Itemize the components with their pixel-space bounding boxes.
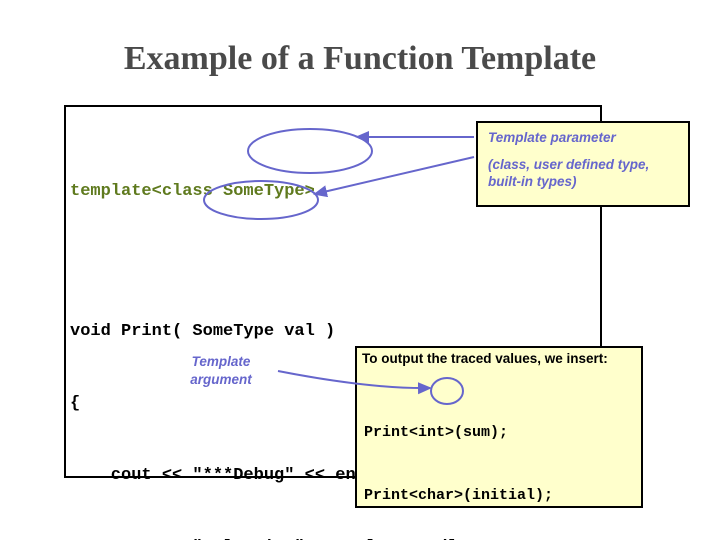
- callout-parameter-line2: (class, user defined type, built-in type…: [488, 157, 650, 189]
- code-line-2: void Print( SomeType val ): [70, 322, 336, 341]
- usage-box-title: To output the traced values, we insert:: [362, 351, 608, 366]
- callout-parameter-line1: Template parameter: [488, 130, 616, 145]
- page-title: Example of a Function Template: [123, 40, 597, 77]
- code-line-3: {: [70, 394, 81, 413]
- label-argument-line1: Template: [191, 354, 251, 369]
- usage-code-line-1: Print<int>(sum);: [364, 424, 509, 441]
- code-line-blank: [70, 252, 468, 272]
- usage-code-line-2: Print<char>(initial);: [364, 487, 554, 504]
- label-template-argument: Template argument: [166, 353, 276, 389]
- code-line-5: cout << "Value is " << val << endl;: [70, 536, 468, 540]
- usage-box-code: Print<int>(sum); Print<char>(initial); P…: [364, 380, 553, 540]
- code-frame-border: [64, 105, 602, 478]
- label-argument-line2: argument: [190, 372, 252, 387]
- callout-template-parameter: Template parameter (class, user defined …: [476, 121, 690, 207]
- code-line-1: template<class SomeType>: [70, 182, 315, 201]
